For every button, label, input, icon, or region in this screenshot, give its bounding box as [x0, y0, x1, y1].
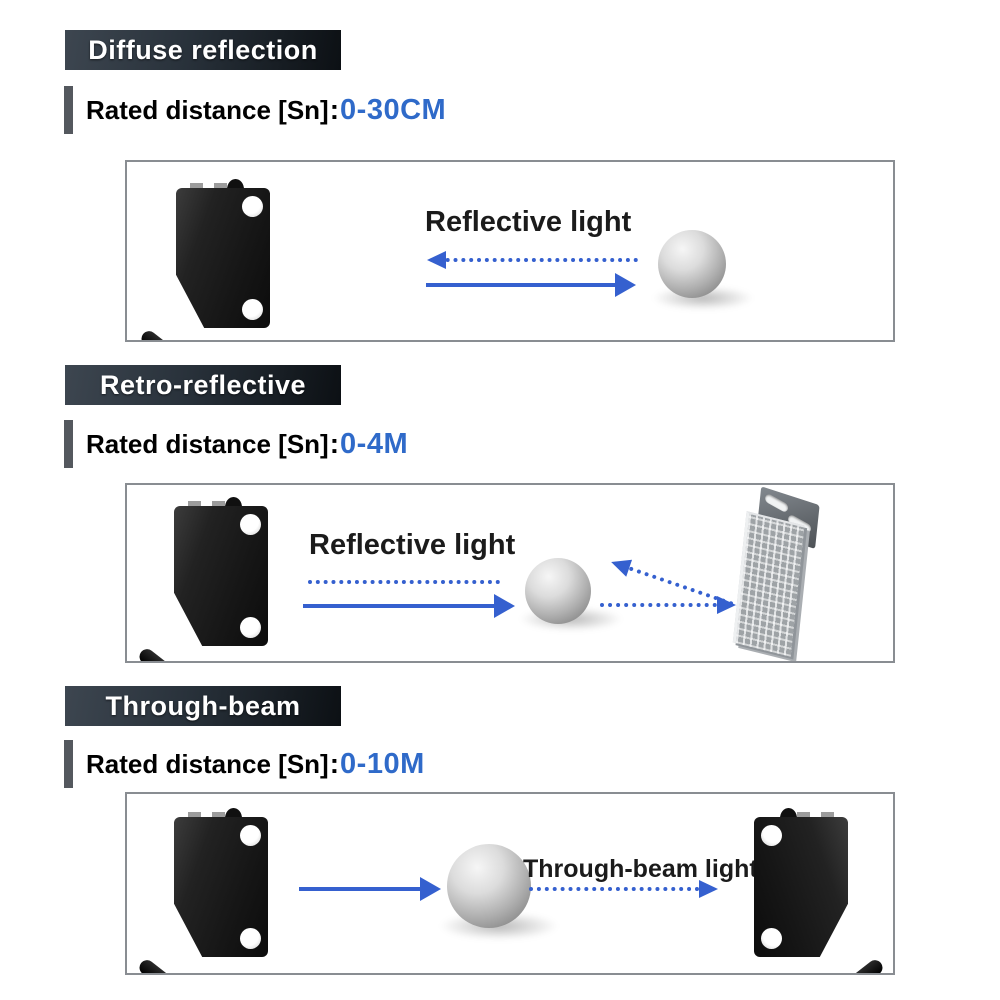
photoelectric-sensor — [136, 497, 268, 661]
rated-distance-value: 0-4M — [340, 427, 409, 460]
sensor-pin-icon — [188, 501, 202, 507]
detection-target-sphere — [447, 844, 531, 928]
emitted-light-dotted-arrow — [600, 596, 736, 614]
photoelectric-sensor-receiver — [754, 808, 886, 973]
accent-bar — [64, 740, 73, 788]
mounting-hole-icon — [240, 825, 261, 846]
light-label: Through-beam light — [523, 855, 758, 883]
through-beam-diagram: Through-beam light — [125, 792, 895, 975]
mounting-hole-icon — [761, 928, 782, 949]
sensor-cable — [136, 646, 214, 661]
mounting-hole-icon — [240, 928, 261, 949]
mounting-hole-icon — [240, 617, 261, 638]
rated-distance-label: Rated distance [Sn] — [86, 748, 329, 779]
emitted-light-arrow — [426, 283, 616, 287]
detection-target-sphere — [525, 558, 591, 624]
section-header-diffuse-reflection: Diffuse reflection — [65, 30, 341, 70]
rated-distance-label: Rated distance [Sn] — [86, 428, 329, 459]
rated-distance-row: Rated distance [Sn]:0-10M — [64, 740, 425, 788]
bracket-slot-icon — [764, 492, 790, 514]
accent-bar — [64, 86, 73, 134]
photoelectric-sensor-emitter — [136, 808, 268, 973]
light-label: Reflective light — [309, 529, 516, 561]
sensor-cable — [138, 328, 216, 340]
rated-distance-row: Rated distance [Sn]:0-4M — [64, 420, 408, 468]
sensor-pin-icon — [213, 183, 227, 189]
detection-target-sphere — [658, 230, 726, 298]
sensor-pin-icon — [188, 812, 202, 818]
sensor-pin-icon — [190, 183, 204, 189]
rated-distance-value: 0-10M — [340, 747, 425, 780]
sensor-pin-icon — [211, 501, 225, 507]
mounting-hole-icon — [761, 825, 782, 846]
sensor-cable — [136, 957, 214, 973]
photoelectric-sensor — [138, 179, 270, 340]
mounting-hole-icon — [242, 299, 263, 320]
mounting-hole-icon — [242, 196, 263, 217]
retro-reflector — [732, 486, 827, 660]
retro-reflective-diagram: Reflective light — [125, 483, 895, 663]
rated-distance-value: 0-30CM — [340, 93, 447, 126]
reflected-light-line — [308, 580, 500, 584]
mounting-hole-icon — [240, 514, 261, 535]
accent-bar — [64, 420, 73, 468]
colon: : — [329, 94, 340, 125]
rated-distance-row: Rated distance [Sn]:0-30CM — [64, 86, 446, 134]
rated-distance-label: Rated distance [Sn] — [86, 94, 329, 125]
reflected-light-arrow — [427, 251, 638, 269]
diffuse-reflection-diagram: Reflective light — [125, 160, 895, 342]
through-beam-dotted-arrow — [529, 880, 718, 898]
light-label: Reflective light — [425, 206, 632, 238]
emitted-light-arrow — [299, 887, 421, 891]
reflector-plate — [732, 511, 805, 657]
colon: : — [329, 428, 340, 459]
section-header-retro-reflective: Retro-reflective — [65, 365, 341, 405]
sensor-cable — [808, 957, 886, 973]
emitted-light-arrow — [303, 604, 495, 608]
colon: : — [329, 748, 340, 779]
sensor-pin-icon — [211, 812, 225, 818]
section-header-through-beam: Through-beam — [65, 686, 341, 726]
